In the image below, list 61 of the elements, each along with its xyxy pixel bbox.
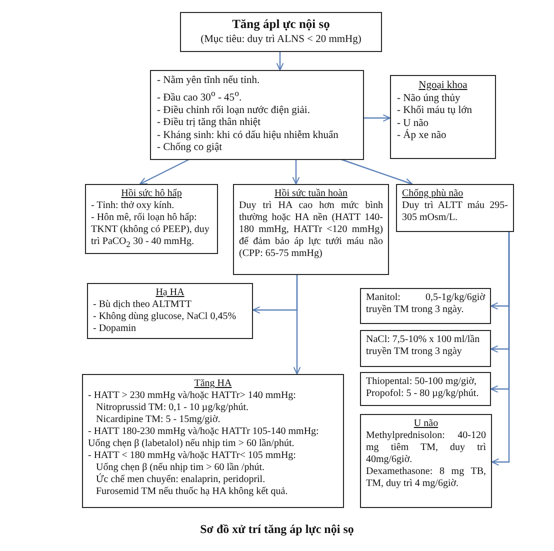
box-heading: Tăng ápl ực nội sọ [231, 17, 331, 32]
box-text: Duy trì HA cao hơn mức bình thường hoặc HA nền (HATT 140-180 mmHg, HATTr <120 mmHg) để đảm bảo áp lực tưới máu não (CPP: 65-75 mmHg) [239, 200, 383, 260]
box-text: - Não úng thủy [397, 92, 462, 105]
box-text: (Mục tiêu: duy trì ALNS < 20 mmHg) [200, 34, 362, 47]
arrow [340, 158, 413, 186]
box-text: Propofol: 5 - 80 µg/kg/phút. [366, 388, 480, 400]
box-text: - Điều chỉnh rối loạn nước điện giải. [157, 104, 311, 117]
box-text: NaCl: 7,5-10% x 100 ml/lần truyền TM trong 3 ngày [366, 334, 481, 358]
box-text: - Áp xe não [397, 130, 448, 143]
box-text: - Không dùng glucose, NaCl 0,45% [93, 311, 238, 323]
arrow [491, 232, 510, 466]
box-text: - HATT > 230 mmHg và/hoặc HATTr> 140 mmHg: [88, 390, 297, 402]
text-box [360, 414, 492, 508]
box-text: - Kháng sinh: khi có dấu hiệu nhiễm khuẩn [157, 130, 340, 142]
box-text: - Đầu cao 30$^{o}$ - 45$^{o}$. [157, 88, 243, 105]
box-text: - Điều trị tăng thân nhiệt [157, 117, 262, 130]
box-text: - Chống co giật [157, 142, 224, 156]
arrow [139, 158, 190, 185]
arrow [293, 275, 301, 375]
box-text: - Nằm yên tĩnh nếu tỉnh. [157, 75, 261, 88]
arrow [364, 114, 391, 122]
box-heading: Ngoại khoa [418, 80, 468, 93]
caption: Sơ đồ xử trí tăng áp lực nội sọ [199, 522, 355, 537]
box-text: - Bù dịch theo ALTMTT [93, 299, 193, 311]
box-text: Dexamethasone: 8 mg TB, TM, duy trì 4 mg/6giờ. [366, 466, 486, 490]
text-box [82, 374, 344, 508]
box-text: Duy trì ALTT máu 295-305 mOsm/L. [402, 200, 508, 224]
text-box [390, 75, 496, 159]
box-text: - HATT 180-230 mmHg và/hoặc HATTr 105-140 mmHg: [88, 426, 320, 438]
box-text: Uống chẹn β (labetalol) nếu nhịp tim > 60 lần/phút. [88, 438, 296, 450]
text-box [87, 283, 253, 339]
box-heading: Hạ HA [154, 287, 186, 299]
box-text: Uống chẹn β (nếu nhịp tim > 60 lần /phút. [95, 462, 266, 473]
box-heading: Chống phù não [402, 188, 464, 200]
box-heading: Hồi sức hô hấp [120, 188, 183, 200]
box-text: - Dopamin [93, 323, 138, 335]
text-box [360, 372, 491, 406]
arrow [276, 50, 284, 71]
text-box [360, 288, 491, 324]
box-text: - Khối máu tụ lớn [397, 105, 473, 118]
text-box [150, 70, 364, 160]
text-box [360, 330, 491, 367]
box-text: Furosemid TM nếu thuốc hạ HA không kết quả. [95, 486, 289, 498]
text-box [396, 184, 514, 232]
box-text: Nicardipine TM: 5 - 15mg/giờ. [95, 414, 222, 426]
box-text: Methylprednisolon: 40-120 mg tiêm TM, duy trì 40mg/6giờ. [366, 430, 486, 466]
box-text: Ức chế men chuyển: enalaprin, peridopril. [95, 474, 266, 486]
box-text: - HATT < 180 mmHg và/hoặc HATTr< 105 mmHg: [88, 450, 297, 462]
box-heading: Hồi sức tuần hoàn [274, 188, 348, 200]
box-heading: Tăng HA [193, 378, 233, 390]
box-text: - Tỉnh: thở oxy kính. [91, 200, 176, 212]
text-box [180, 12, 382, 52]
box-heading: U não [412, 418, 440, 430]
box-text: Nitroprussid TM: 0,1 - 10 µg/kg/phút. [95, 402, 250, 414]
box-text: - Hôn mê, rối loạn hô hấp: TKNT (không có PEEP), duy trì PaCO$_{2}$ 30 - 40 mmHg. [91, 212, 210, 250]
arrow [292, 159, 300, 185]
text-box [85, 184, 218, 254]
box-text: Manitol: 0,5-1g/kg/6giờ truyền TM trong 3 ngày. [366, 292, 485, 316]
text-box [233, 184, 389, 275]
box-text: - U não [397, 118, 430, 129]
box-text: Thiopental: 50-100 mg/giờ, [366, 376, 478, 388]
